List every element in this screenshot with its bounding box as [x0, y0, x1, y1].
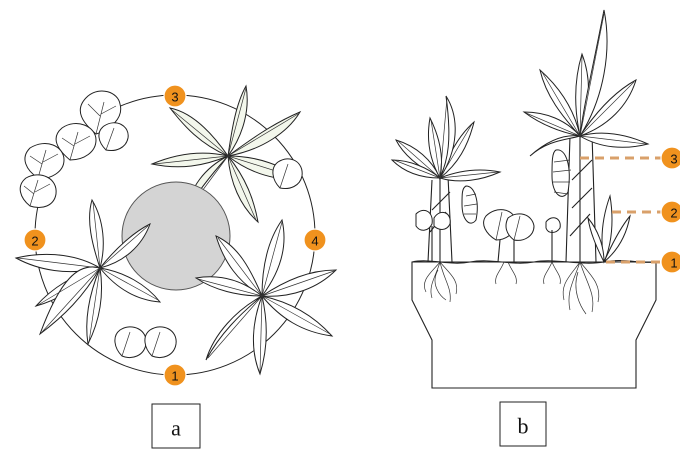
marker-a-4: 4 — [304, 229, 326, 251]
panel-a: 1 2 3 4 a — [16, 85, 336, 448]
pot-outline — [412, 262, 656, 388]
banana-plant-small — [392, 96, 500, 302]
marker-a-3-label: 3 — [171, 90, 178, 105]
marker-a-1-label: 1 — [171, 369, 178, 384]
banana-plant-tall — [524, 10, 648, 314]
panel-b: 1 2 3 b — [392, 10, 680, 446]
marker-b-3-label: 3 — [670, 152, 677, 167]
marker-b-1: 1 — [661, 251, 680, 273]
marker-a-2-label: 2 — [31, 234, 38, 249]
caption-b-label: b — [518, 414, 529, 439]
caption-a: a — [152, 404, 200, 448]
caption-a-label: a — [171, 416, 181, 441]
marker-a-2: 2 — [24, 229, 46, 251]
marker-a-3: 3 — [164, 85, 186, 107]
marker-b-2-label: 2 — [670, 206, 677, 221]
marker-b-1-label: 1 — [670, 256, 677, 271]
marker-b-3: 3 — [661, 147, 680, 169]
taro-plant-upper-left — [20, 91, 128, 208]
marker-b-2: 2 — [661, 201, 680, 223]
marker-a-1: 1 — [164, 364, 186, 386]
marker-a-4-label: 4 — [311, 234, 318, 249]
caption-b: b — [500, 402, 546, 446]
taro-plant-side — [416, 210, 560, 284]
